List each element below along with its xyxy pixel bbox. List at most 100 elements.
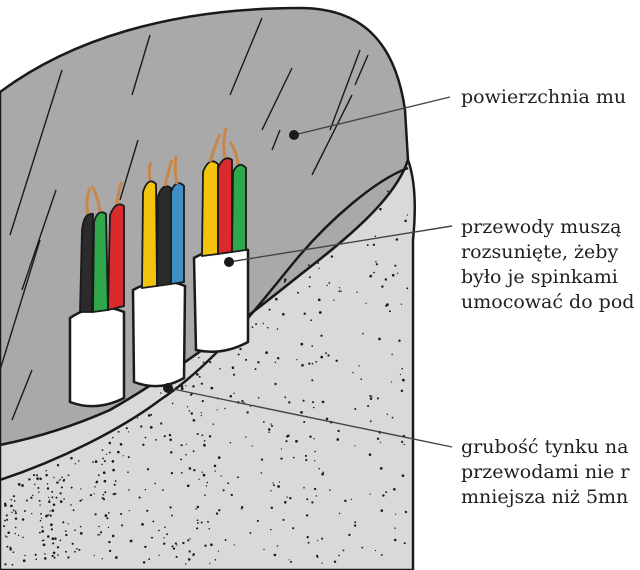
plaster-speckle	[41, 526, 44, 528]
plaster-speckle	[59, 539, 62, 542]
plaster-speckle	[362, 332, 364, 335]
plaster-speckle	[406, 287, 409, 290]
cable-3-sheath	[192, 246, 250, 353]
plaster-speckle	[318, 267, 320, 270]
plaster-speckle	[169, 438, 172, 441]
plaster-speckle	[60, 486, 63, 489]
plaster-speckle	[42, 543, 46, 547]
plaster-speckle	[344, 499, 347, 503]
plaster-speckle	[170, 471, 174, 475]
leader-wires	[228, 225, 453, 263]
plaster-speckle	[192, 554, 195, 557]
plaster-speckle	[163, 537, 165, 539]
plaster-speckle	[14, 517, 18, 520]
plaster-speckle	[227, 482, 230, 485]
plaster-speckle	[209, 361, 212, 364]
plaster-speckle	[315, 361, 318, 363]
plaster-speckle	[51, 537, 55, 541]
plaster-speckle	[198, 368, 200, 370]
cable-2-sheath	[131, 280, 187, 388]
plaster-speckle	[202, 473, 206, 477]
wire-black	[156, 185, 172, 288]
plaster-speckle	[276, 545, 279, 547]
plaster-speckle	[400, 389, 404, 393]
plaster-speckle	[171, 514, 174, 517]
plaster-speckle	[270, 490, 272, 492]
plaster-speckle	[6, 536, 8, 538]
plaster-speckle	[49, 510, 51, 512]
plaster-speckle	[307, 264, 310, 266]
plaster-speckle	[210, 386, 214, 390]
plaster-speckle	[373, 271, 375, 274]
plaster-speckle	[320, 334, 323, 337]
plaster-speckle	[400, 303, 403, 305]
plaster-speckle	[280, 457, 283, 460]
plaster-speckle	[231, 366, 235, 369]
plaster-speckle	[74, 529, 76, 532]
leader-dot-surface	[289, 130, 299, 140]
wire-yellow	[201, 160, 219, 258]
plaster-speckle	[25, 499, 28, 502]
plaster-speckle	[284, 501, 287, 504]
plaster-speckle	[102, 493, 105, 496]
plaster-speckle	[45, 473, 48, 477]
plaster-speckle	[260, 458, 264, 461]
plaster-speckle	[270, 423, 272, 425]
plaster-speckle	[404, 219, 407, 223]
plaster-speckle	[229, 441, 232, 444]
plaster-speckle	[78, 460, 80, 462]
plaster-speckle	[44, 557, 47, 560]
plaster-speckle	[311, 362, 314, 365]
plaster-speckle	[353, 524, 357, 527]
wall-hatching	[0, 17, 369, 421]
plaster-speckle	[316, 556, 319, 559]
plaster-speckle	[14, 526, 17, 529]
plaster-speckle	[10, 504, 13, 508]
plaster-speckle	[369, 274, 373, 278]
plaster-speckle	[70, 456, 73, 460]
plaster-speckle	[317, 298, 321, 302]
plaster-speckle	[67, 523, 69, 525]
plaster-speckle	[180, 444, 183, 447]
plaster-speckle	[320, 355, 324, 359]
plaster-speckle	[305, 459, 308, 462]
wire-red	[217, 157, 233, 256]
plaster-speckle	[52, 503, 56, 507]
label-line: umocować do pod	[461, 291, 635, 313]
plaster-speckle	[41, 530, 45, 533]
label-line: powierzchnia mu	[461, 86, 627, 108]
plaster-speckle	[356, 291, 358, 293]
plaster-speckle	[311, 379, 314, 382]
plaster-speckle	[314, 460, 316, 462]
plaster-speckle	[404, 510, 408, 514]
plaster-speckle	[21, 518, 25, 521]
plaster-speckle	[144, 436, 147, 439]
plaster-speckle	[200, 366, 203, 368]
plaster-speckle	[229, 395, 233, 398]
plaster-speckle	[352, 371, 354, 374]
plaster-speckle	[128, 489, 130, 491]
plaster-speckle	[192, 450, 195, 453]
plaster-speckle	[239, 347, 242, 351]
plaster-speckle	[322, 471, 325, 474]
plaster-speckle	[38, 499, 41, 502]
plaster-speckle	[255, 323, 258, 326]
plaster-speckle	[186, 484, 190, 488]
leader-dot-wires	[224, 257, 234, 267]
plaster-speckle	[76, 547, 78, 550]
plaster-speckle	[224, 539, 227, 541]
plaster-speckle	[379, 207, 382, 211]
plaster-speckle	[101, 449, 104, 451]
plaster-speckle	[144, 488, 147, 491]
plaster-speckle	[398, 339, 401, 342]
plaster-speckle	[311, 501, 314, 504]
plaster-layer	[0, 156, 417, 570]
plaster-speckle	[350, 498, 352, 501]
plaster-speckle	[274, 297, 278, 301]
leader-dots	[163, 130, 299, 393]
plaster-speckle	[321, 537, 324, 540]
plaster-speckle	[164, 526, 166, 529]
plaster-speckle	[399, 373, 402, 376]
plaster-speckle	[214, 558, 217, 561]
plaster-speckle	[326, 284, 328, 287]
